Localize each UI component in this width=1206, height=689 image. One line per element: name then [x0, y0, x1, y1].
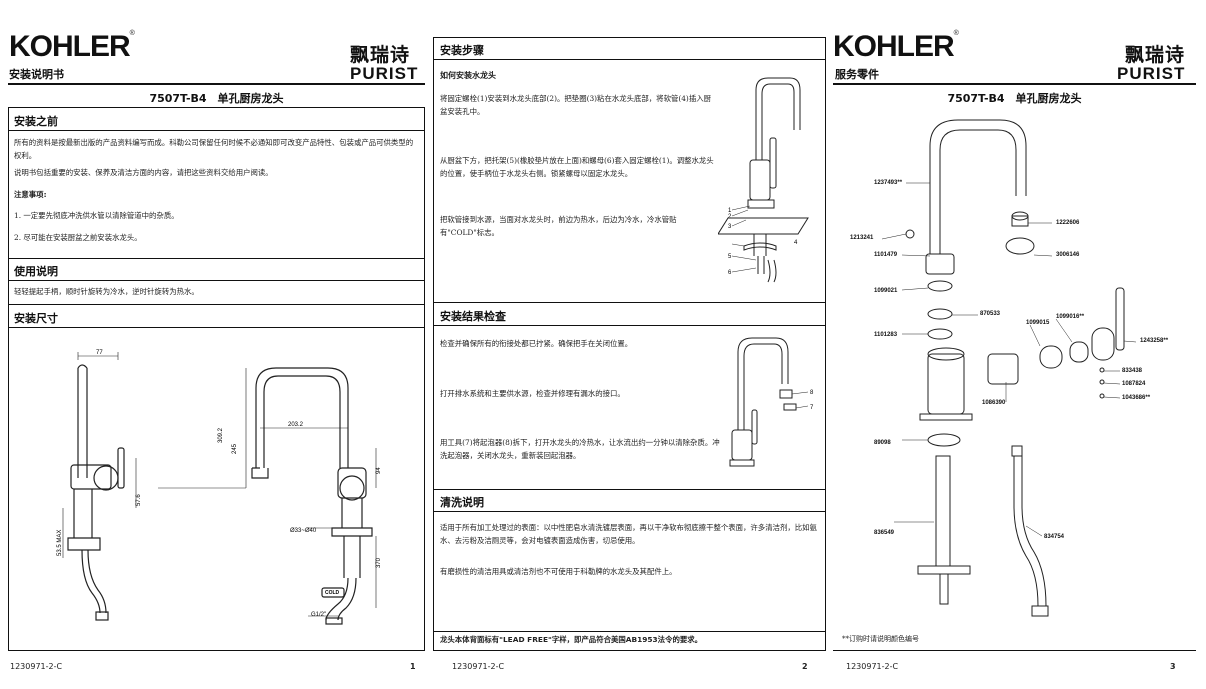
- color-order-note: **订购时请说明颜色编号: [842, 635, 919, 643]
- part-1243258: 1243258**: [1140, 338, 1169, 344]
- part-1099015: 1099015: [1026, 320, 1050, 326]
- step-2: 从厨盆下方，把托架(5)(橡胶垫片放在上面)和螺母(6)套入固定螺栓(1)。调整…: [440, 156, 714, 178]
- clean-1: 适用于所有加工处理过的表面：以中性肥皂水清洗镀层表面，再以干净软布彻底擦干整个表…: [440, 523, 817, 545]
- dim-94: 94: [376, 467, 382, 474]
- section-before-install: 安装之前: [14, 115, 58, 128]
- part-1213241: 1213241: [850, 235, 874, 241]
- lead-free-note: 龙头本体背面标有"LEAD FREE"字样，即产品符合美国AB1953法令的要求…: [440, 635, 703, 644]
- footer-code: 1230971-2-C: [846, 662, 899, 671]
- part-1043686: 1043686**: [1122, 395, 1151, 401]
- check-drawing: 8 7: [729, 337, 814, 467]
- dim-57-6: 57.6: [136, 494, 142, 506]
- footer-code: 1230971-2-C: [452, 662, 505, 671]
- install-drawing: 1 2 3 4 5 6: [718, 77, 809, 283]
- page-number: 1: [410, 662, 416, 671]
- part-836549: 836549: [874, 530, 895, 536]
- check-2: 打开排水系统和主要供水源，检查并修理有漏水的接口。: [440, 389, 625, 398]
- doc-subtitle: 安装说明书: [9, 68, 64, 81]
- part-1099016: 1099016**: [1056, 314, 1085, 320]
- series-script: 飘瑞诗: [1125, 44, 1186, 66]
- part-1237493: 1237493**: [874, 180, 903, 186]
- usage-text: 轻轻提起手柄，顺时针旋转为冷水，逆时针旋转为热水。: [14, 287, 199, 296]
- callout-8: 8: [810, 390, 814, 396]
- part-89098: 89098: [874, 440, 891, 446]
- step-1: 将固定螺栓(1)安装到水龙头底部(2)。把垫圈(3)粘在水龙头底部，将软管(4)…: [440, 94, 711, 116]
- how-title: 如何安装水龙头: [440, 71, 496, 80]
- part-1087824: 1087824: [1122, 381, 1146, 387]
- notes-title: 注意事项:: [14, 190, 47, 199]
- part-1086390: 1086390: [982, 400, 1006, 406]
- kohler-logo: KOHLER®: [833, 30, 959, 63]
- callout-7: 7: [810, 405, 814, 411]
- callout-6: 6: [728, 270, 732, 276]
- callout-1: 1: [728, 208, 732, 214]
- section-install-steps: 安装步骤: [440, 44, 484, 57]
- dim-77: 77: [96, 350, 103, 356]
- series-name: PURIST: [1117, 64, 1186, 83]
- section-cleaning: 清洗说明: [440, 496, 484, 509]
- note-2: 2. 尽可能在安装厨盆之前安装水龙头。: [14, 233, 142, 242]
- model-title: 7507T-B4 单孔厨房龙头: [947, 92, 1082, 105]
- callout-4: 4: [794, 240, 798, 246]
- dim-g12: G1/2": [311, 612, 326, 618]
- parts-diagram: [881, 119, 1137, 617]
- section-usage: 使用说明: [14, 265, 58, 278]
- page-number: 3: [1170, 662, 1176, 671]
- page-3: KOHLER® 服务零件 飘瑞诗 PURIST 7507T-B4 单孔厨房龙头: [830, 0, 1206, 689]
- dim-309-2: 309.2: [218, 427, 224, 443]
- section-check: 安装结果检查: [440, 310, 506, 323]
- page-1: KOHLER® 安装说明书 飘瑞诗 PURIST 7507T-B4 单孔厨房龙头…: [0, 0, 425, 689]
- part-834754: 834754: [1044, 534, 1065, 540]
- before-paragraph-2: 说明书包括重要的安装、保养及清洁方面的内容，请把这些资料交给用户阅读。: [14, 168, 273, 177]
- dim-203-2: 203.2: [288, 422, 304, 428]
- dim-33-40: Ø33~Ø40: [290, 528, 317, 534]
- dim-245: 245: [232, 443, 238, 454]
- section-dimensions: 安装尺寸: [14, 312, 58, 325]
- before-paragraph-1: 所有的资料是按最新出版的产品资料编写而成。科勒公司保留任何时候不必通知即可改变产…: [14, 138, 414, 160]
- kohler-logo: KOHLER®: [9, 30, 135, 63]
- page-number: 2: [802, 662, 808, 671]
- page-2: 安装步骤 如何安装水龙头 将固定螺栓(1)安装到水龙头底部(2)。把垫圈(3)粘…: [428, 0, 827, 689]
- part-833438: 833438: [1122, 368, 1143, 374]
- callout-5: 5: [728, 254, 732, 260]
- part-3006146: 3006146: [1056, 252, 1080, 258]
- dim-53-5-max: 53.5 MAX: [57, 530, 63, 556]
- series-script: 飘瑞诗: [350, 44, 411, 66]
- check-3: 用工具(7)将起泡器(8)拆下，打开水龙头的冷热水，让水流出约一分钟以清除杂质。…: [440, 438, 720, 460]
- part-1222606: 1222606: [1056, 220, 1080, 226]
- dim-370: 370: [376, 557, 382, 568]
- clean-2: 有磨损性的清洁用具或清洁剂也不可使用于科勒牌的水龙头及其配件上。: [440, 567, 677, 576]
- part-1101479: 1101479: [874, 252, 898, 258]
- dimension-drawing: 77 57.6 53.5 MAX 203.2 309.2 245 94 Ø33~…: [57, 350, 382, 625]
- model-title: 7507T-B4 单孔厨房龙头: [149, 92, 284, 105]
- footer-code: 1230971-2-C: [10, 662, 63, 671]
- series-name: PURIST: [350, 64, 419, 83]
- cold-label: COLD: [325, 590, 340, 596]
- step-3: 把软管接到水源，当面对水龙头时，前边为热水，后边为冷水，冷水管贴有"COLD"标…: [440, 215, 677, 237]
- check-1: 检查并确保所有的衔接处都已拧紧。确保把手在关闭位置。: [440, 339, 633, 348]
- part-870533: 870533: [980, 311, 1001, 317]
- part-1099021: 1099021: [874, 288, 898, 294]
- note-1: 1. 一定要先彻底冲洗供水管以清除管道中的杂质。: [14, 211, 179, 220]
- part-1101283: 1101283: [874, 332, 898, 338]
- doc-subtitle: 服务零件: [835, 68, 879, 81]
- callout-3: 3: [728, 224, 732, 230]
- callout-2: 2: [728, 214, 732, 220]
